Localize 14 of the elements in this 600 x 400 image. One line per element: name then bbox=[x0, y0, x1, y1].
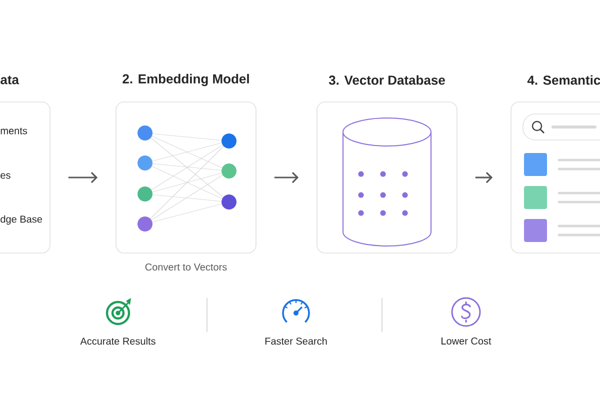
heading: 4. Semantic bbox=[527, 75, 600, 85]
benefit-label: Lower Cost bbox=[442, 337, 492, 345]
arrow bbox=[68, 172, 98, 184]
arrow bbox=[475, 172, 493, 184]
item-text: dge Base bbox=[0, 215, 42, 225]
heading: 3. Vector Database bbox=[328, 75, 445, 85]
item-text: es bbox=[0, 173, 10, 179]
benefit-label: Faster Search bbox=[265, 337, 327, 345]
item-text: ments bbox=[0, 128, 28, 134]
heading: 2. Embedding Model bbox=[122, 74, 249, 86]
arrow bbox=[274, 172, 299, 184]
heading: ata bbox=[0, 76, 20, 84]
node-label: Convert to Vectors bbox=[145, 263, 227, 271]
benefit-label: Accurate Results bbox=[80, 337, 156, 345]
